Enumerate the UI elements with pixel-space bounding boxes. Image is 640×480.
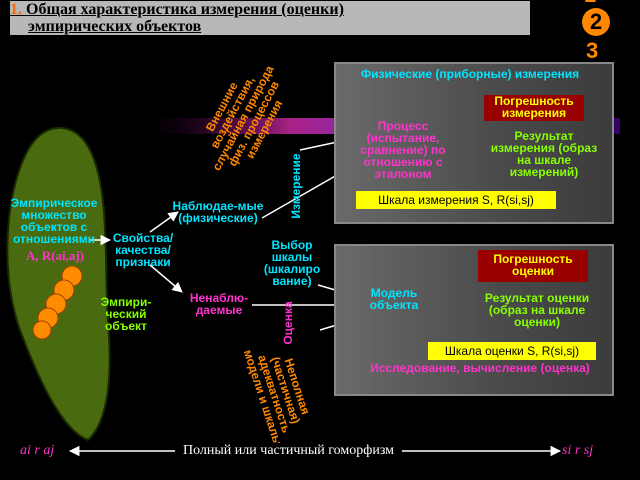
assessment-error-box: Погрешность оценки xyxy=(478,250,588,282)
assessment-error-text: Погрешность оценки xyxy=(493,252,573,278)
footer-right-relation: si r sj xyxy=(562,443,594,458)
measurement-scale-box: Шкала измерения S, R(si,sj) xyxy=(356,191,556,209)
header-number: 1. xyxy=(10,1,22,18)
measurement-error-box: Погрешность измерения xyxy=(484,95,584,121)
leaf-formula-text: A, R(ai,aj) xyxy=(25,248,85,263)
physical-measurement-title: Физические (приборные) измерения xyxy=(360,67,580,81)
arrow-props-observable xyxy=(149,211,179,233)
empirical-object-label: Эмпири-ческий объект xyxy=(100,295,152,333)
measurement-result-label: Результат измерения (образ на шкале изме… xyxy=(490,129,598,179)
corner-digits: 1 2 3 xyxy=(582,0,610,68)
slide-header: 1. Общая характеристика измерения (оценк… xyxy=(10,1,530,35)
properties-label: Свойства/ качества/ признаки xyxy=(112,231,174,269)
arrow-props-unobservable xyxy=(149,264,183,293)
elements-stack xyxy=(32,265,83,340)
leaf-formula: A, R(ai,aj) xyxy=(10,248,100,264)
digit-1: 1 xyxy=(584,0,608,6)
assessment-scale-box: Шкала оценки S, R(si,sj) xyxy=(428,342,596,360)
unobservable-label: Ненаблю-даемые xyxy=(189,291,249,317)
measurement-error-text: Погрешность измерения xyxy=(494,94,574,120)
scale-choice-label: Выбор шкалы (шкалиро вание) xyxy=(263,238,321,288)
header-title-2: эмпирических объектов xyxy=(28,18,202,35)
measurement-scale-text: Шкала измерения S, R(si,sj) xyxy=(378,193,534,207)
element-5 xyxy=(32,320,52,340)
header-line-1: 1. Общая характеристика измерения (оценк… xyxy=(10,1,530,18)
measurement-vertical-label: Измерение xyxy=(289,153,303,219)
header-title-1: Общая характеристика измерения (оценки) xyxy=(22,1,344,18)
observable-label: Наблюдае-мые (физические) xyxy=(172,199,264,225)
leaf-title: Эмпирическое множество объектов с отноше… xyxy=(10,196,98,246)
assessment-scale-text: Шкала оценки S, R(si,sj) xyxy=(444,344,580,358)
object-model-label: Модель объекта xyxy=(369,286,419,312)
process-label: Процесс (испытание, сравнение) по отноше… xyxy=(360,119,446,181)
footer-left-relation: ai r aj xyxy=(20,443,55,458)
assessment-result-label: Результат оценки (образ на шкале оценки) xyxy=(484,291,590,329)
footer-homomorphism: Полный или частичный гоморфизм xyxy=(175,443,403,459)
research-label: Исследование, вычисление (оценка) xyxy=(370,361,590,375)
digit-2: 2 xyxy=(582,8,610,36)
digit-3: 3 xyxy=(586,38,599,63)
